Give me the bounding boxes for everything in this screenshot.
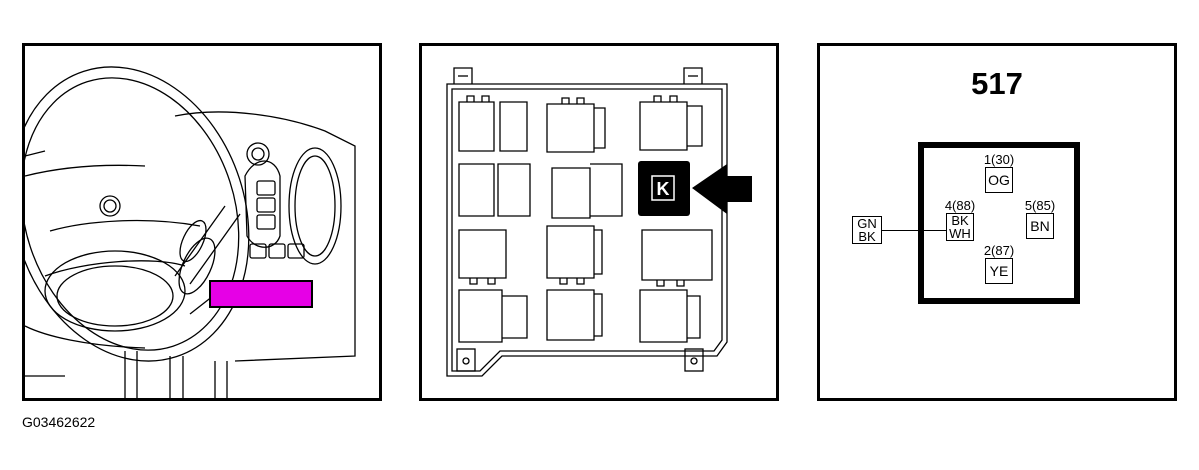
pin-number: 4(88) (944, 198, 976, 213)
pin-number: 5(85) (1024, 198, 1056, 213)
relay-box-panel: K (419, 43, 779, 401)
external-wire-line (882, 230, 946, 231)
relay-k-label: K (657, 179, 670, 199)
pointer-arrow-icon (692, 164, 752, 214)
relay-pin-2: 2(87) YE (979, 244, 1019, 284)
pin-wire-color: OG (985, 167, 1013, 193)
relay-outline (918, 142, 1080, 304)
external-wire-line-2: BK (858, 229, 876, 244)
pin-wire-color: YE (985, 258, 1013, 284)
fuse-box-location-highlight (209, 280, 313, 308)
relay-pinout-panel: 517 1(30) OG 4(88) BK WH 5(85) BN 2(87) … (817, 43, 1177, 401)
dashboard-drawing (25, 66, 356, 398)
wire-color-line-2: WH (949, 226, 971, 241)
pin-wire-color: BN (1026, 213, 1054, 239)
relay-number: 517 (971, 66, 1023, 101)
external-wire-line-1: GN (857, 216, 877, 231)
pin-number: 2(87) (983, 243, 1015, 258)
relay-box-drawing: K (446, 67, 752, 377)
external-wire-color: GN BK (852, 216, 882, 244)
dashboard-location-panel (22, 43, 382, 401)
wire-color-line-1: BK (951, 213, 969, 228)
relay-pin-1: 1(30) OG (979, 153, 1019, 193)
relay-pin-5: 5(85) BN (1020, 199, 1060, 239)
pin-number: 1(30) (983, 152, 1015, 167)
figure-code: G03462622 (22, 414, 96, 430)
relay-pin-4: 4(88) BK WH (940, 199, 980, 241)
pin-wire-color: BK WH (946, 213, 974, 241)
